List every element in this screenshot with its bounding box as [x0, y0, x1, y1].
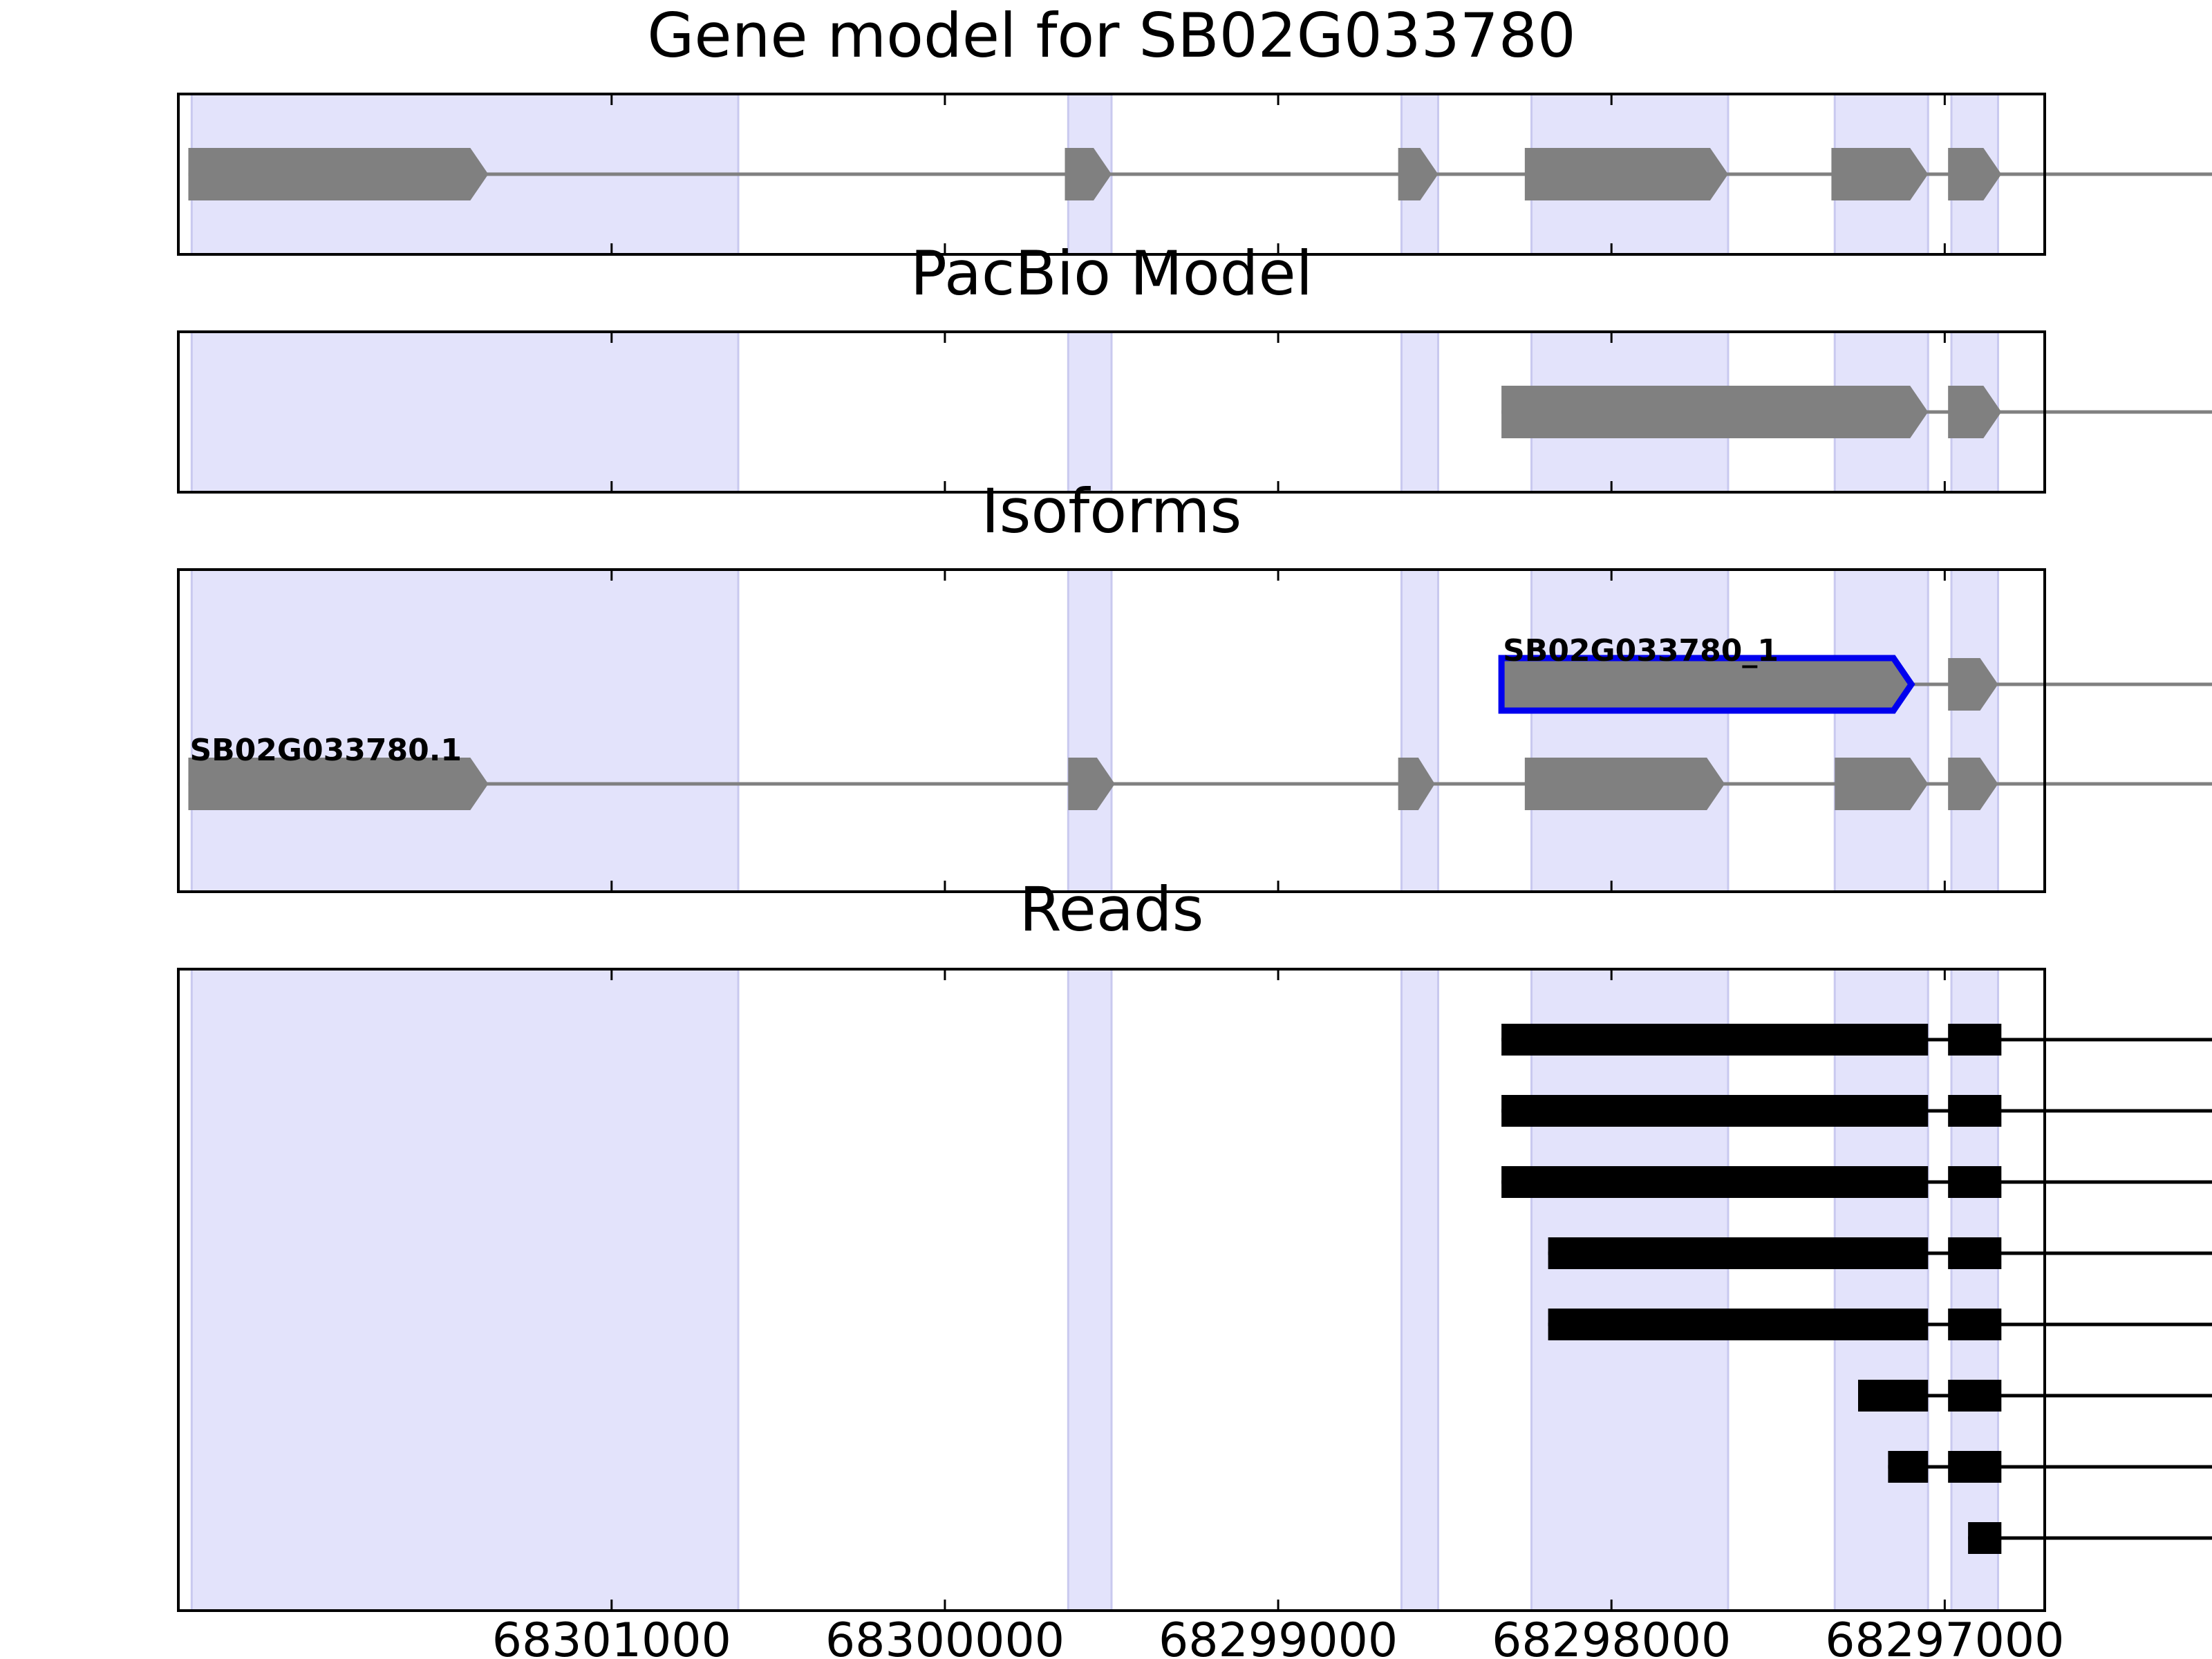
read-block — [1548, 1309, 1929, 1340]
panel-isoforms: Isoforms SB02G033780_1 SB02G033780.1 — [177, 476, 2212, 893]
tick-layer — [610, 332, 1946, 492]
panel-frame — [177, 330, 2046, 494]
exon — [1831, 148, 1929, 200]
panel-title: Reads — [1020, 874, 1204, 945]
tick-layer — [610, 94, 1946, 254]
exon — [1948, 386, 2002, 438]
highlight-layer — [190, 568, 1999, 893]
read-block — [1948, 1166, 2002, 1198]
tick-layer — [610, 969, 1946, 1611]
exon-highlight — [1530, 968, 1730, 1612]
x-tick-label: 68297000 — [1825, 1613, 2064, 1659]
exon — [1501, 386, 1929, 438]
exon-layer — [188, 148, 2212, 200]
isoform-label: SB02G033780.1 — [189, 733, 462, 768]
panel-gene-model: Gene model for SB02G033780 — [177, 0, 2212, 256]
exon-layer — [1501, 386, 2212, 438]
exon-highlight — [190, 968, 740, 1612]
exon-highlight — [190, 568, 740, 893]
panel-title: Gene model for SB02G033780 — [647, 0, 1576, 71]
exon-highlight — [1530, 568, 1730, 893]
read-layer — [1501, 1024, 2212, 1554]
exon — [188, 758, 489, 810]
exon — [188, 148, 489, 200]
panel-frame — [177, 968, 2046, 1612]
exon — [1398, 148, 1438, 200]
x-axis-tick-labels: 68301000 68300000 68299000 68298000 6829… — [492, 1613, 2065, 1659]
read-block — [1501, 1024, 1929, 1056]
exon — [1524, 758, 1725, 810]
exon — [1065, 148, 1112, 200]
x-tick-label: 68301000 — [492, 1613, 731, 1659]
read-block — [1948, 1380, 2002, 1412]
exon-layer — [188, 655, 2212, 810]
exon-highlight — [1400, 568, 1439, 893]
panel-title: PacBio Model — [910, 238, 1313, 309]
panel-pacbio-model: PacBio Model — [177, 238, 2212, 494]
exon-highlight — [1067, 968, 1113, 1612]
exon-highlight — [1400, 968, 1439, 1612]
x-tick-label: 68300000 — [825, 1613, 1065, 1659]
exon — [1948, 658, 1998, 711]
exon — [1948, 148, 2002, 200]
x-tick-label: 68299000 — [1159, 1613, 1398, 1659]
exon-highlight — [1067, 330, 1113, 494]
highlight-layer — [190, 968, 1999, 1612]
read-block — [1548, 1237, 1929, 1269]
exon — [1524, 148, 1728, 200]
exon-highlight — [1833, 968, 1929, 1612]
exon — [1398, 758, 1435, 810]
exon-highlight — [1067, 568, 1113, 893]
panel-frame — [177, 568, 2046, 893]
exon-highlight — [1833, 568, 1929, 893]
tick-layer — [610, 570, 1946, 892]
isoform-label-selected: SB02G033780_1 — [1503, 633, 1779, 668]
panel-frame — [177, 93, 2046, 256]
exon — [1068, 758, 1115, 810]
read-block — [1948, 1024, 2002, 1056]
read-block — [1948, 1095, 2002, 1127]
read-block — [1858, 1380, 1929, 1412]
exon-selected — [1498, 655, 1915, 714]
exon-highlight — [1950, 968, 1999, 1612]
exon-highlight — [1950, 568, 1999, 893]
read-block — [1948, 1237, 2002, 1269]
panel-reads: Reads — [177, 874, 2212, 1612]
read-block — [1501, 1166, 1929, 1198]
exon-highlight — [1400, 330, 1439, 494]
read-block — [1948, 1309, 2002, 1340]
read-block — [1968, 1522, 2002, 1554]
exon-highlight — [190, 330, 740, 494]
read-block — [1948, 1451, 2002, 1483]
panel-title: Isoforms — [982, 476, 1242, 547]
x-tick-label: 68298000 — [1492, 1613, 1731, 1659]
exon — [1835, 758, 1929, 810]
read-block — [1501, 1095, 1929, 1127]
read-block — [1888, 1451, 1929, 1483]
exon — [1948, 758, 1998, 810]
